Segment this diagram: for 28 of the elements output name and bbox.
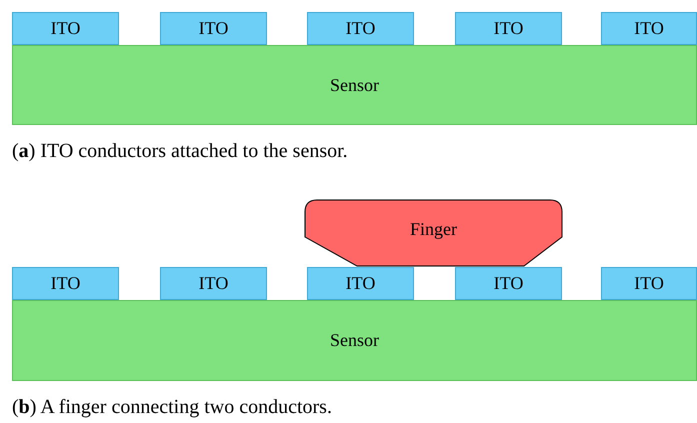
sensor-layer [12, 45, 697, 125]
figure-caption: (a) ITO conductors attached to the sensor. [12, 140, 348, 163]
ito-conductor [601, 12, 697, 45]
ito-conductor [307, 12, 414, 45]
block-label: ITO [346, 273, 376, 294]
block-label: ITO [50, 18, 80, 39]
block-label: ITO [634, 273, 664, 294]
ito-conductor [12, 12, 119, 45]
ito-conductor [455, 12, 562, 45]
ito-conductor [601, 267, 697, 300]
figure-caption: (b) A finger connecting two conductors. [12, 396, 332, 419]
finger-shape [305, 200, 562, 267]
block-label: Sensor [330, 74, 379, 96]
ito-conductor [160, 12, 267, 45]
ito-conductor [12, 267, 119, 300]
block-label: ITO [494, 18, 524, 39]
block-label: ITO [198, 273, 228, 294]
block-label: ITO [198, 18, 228, 39]
sensor-layer [12, 300, 697, 381]
block-label: ITO [494, 273, 524, 294]
ito-conductor [455, 267, 562, 300]
block-label: ITO [346, 18, 376, 39]
ito-conductor [307, 267, 414, 300]
block-label: ITO [50, 273, 80, 294]
block-label: ITO [634, 18, 664, 39]
ito-conductor [160, 267, 267, 300]
block-label: Sensor [330, 330, 379, 351]
block-label: Finger [410, 219, 457, 240]
